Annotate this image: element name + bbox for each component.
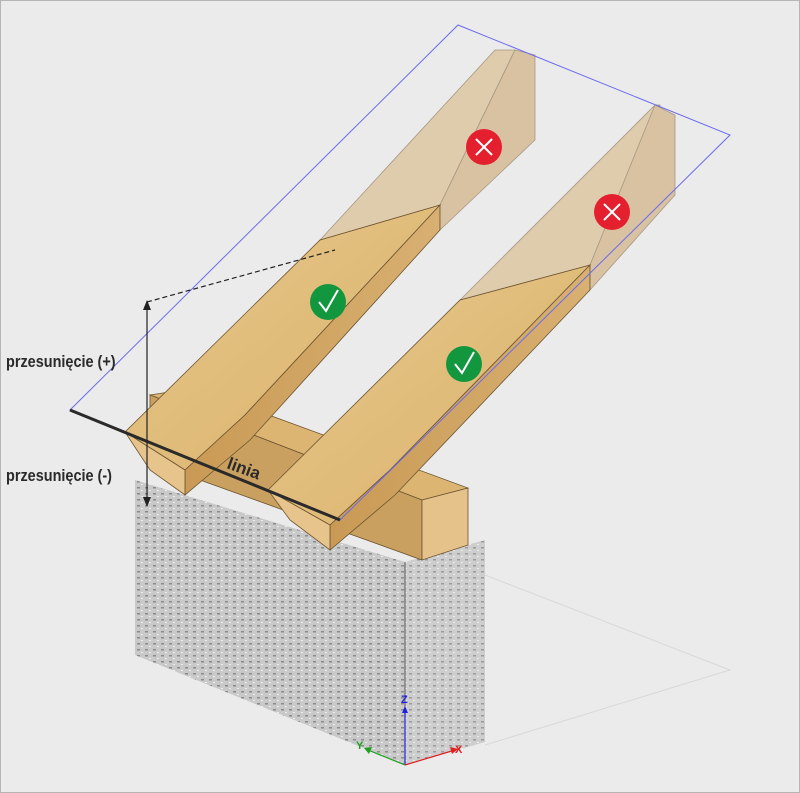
- wall-side-face: [405, 540, 485, 765]
- axis-z-label: Z: [401, 694, 408, 706]
- offset-minus-label: przesunięcie (-): [6, 466, 112, 485]
- check-circle-icon: [446, 346, 482, 382]
- offset-dimension: [143, 249, 336, 507]
- reference-line: [69, 408, 341, 522]
- x-circle-icon: [594, 194, 630, 230]
- ground-outline: [484, 574, 732, 746]
- rafter-left: [124, 49, 536, 496]
- wall-front-face: [135, 480, 405, 765]
- check-circle-icon: [310, 284, 346, 320]
- x-circle-icon: [466, 129, 502, 165]
- axis-triad: Z X Y: [356, 694, 463, 766]
- axis-y-label: Y: [356, 740, 364, 752]
- offset-plus-label: przesunięcie (+): [6, 352, 116, 371]
- axis-x-label: X: [455, 744, 463, 756]
- rafter-right: [267, 104, 676, 551]
